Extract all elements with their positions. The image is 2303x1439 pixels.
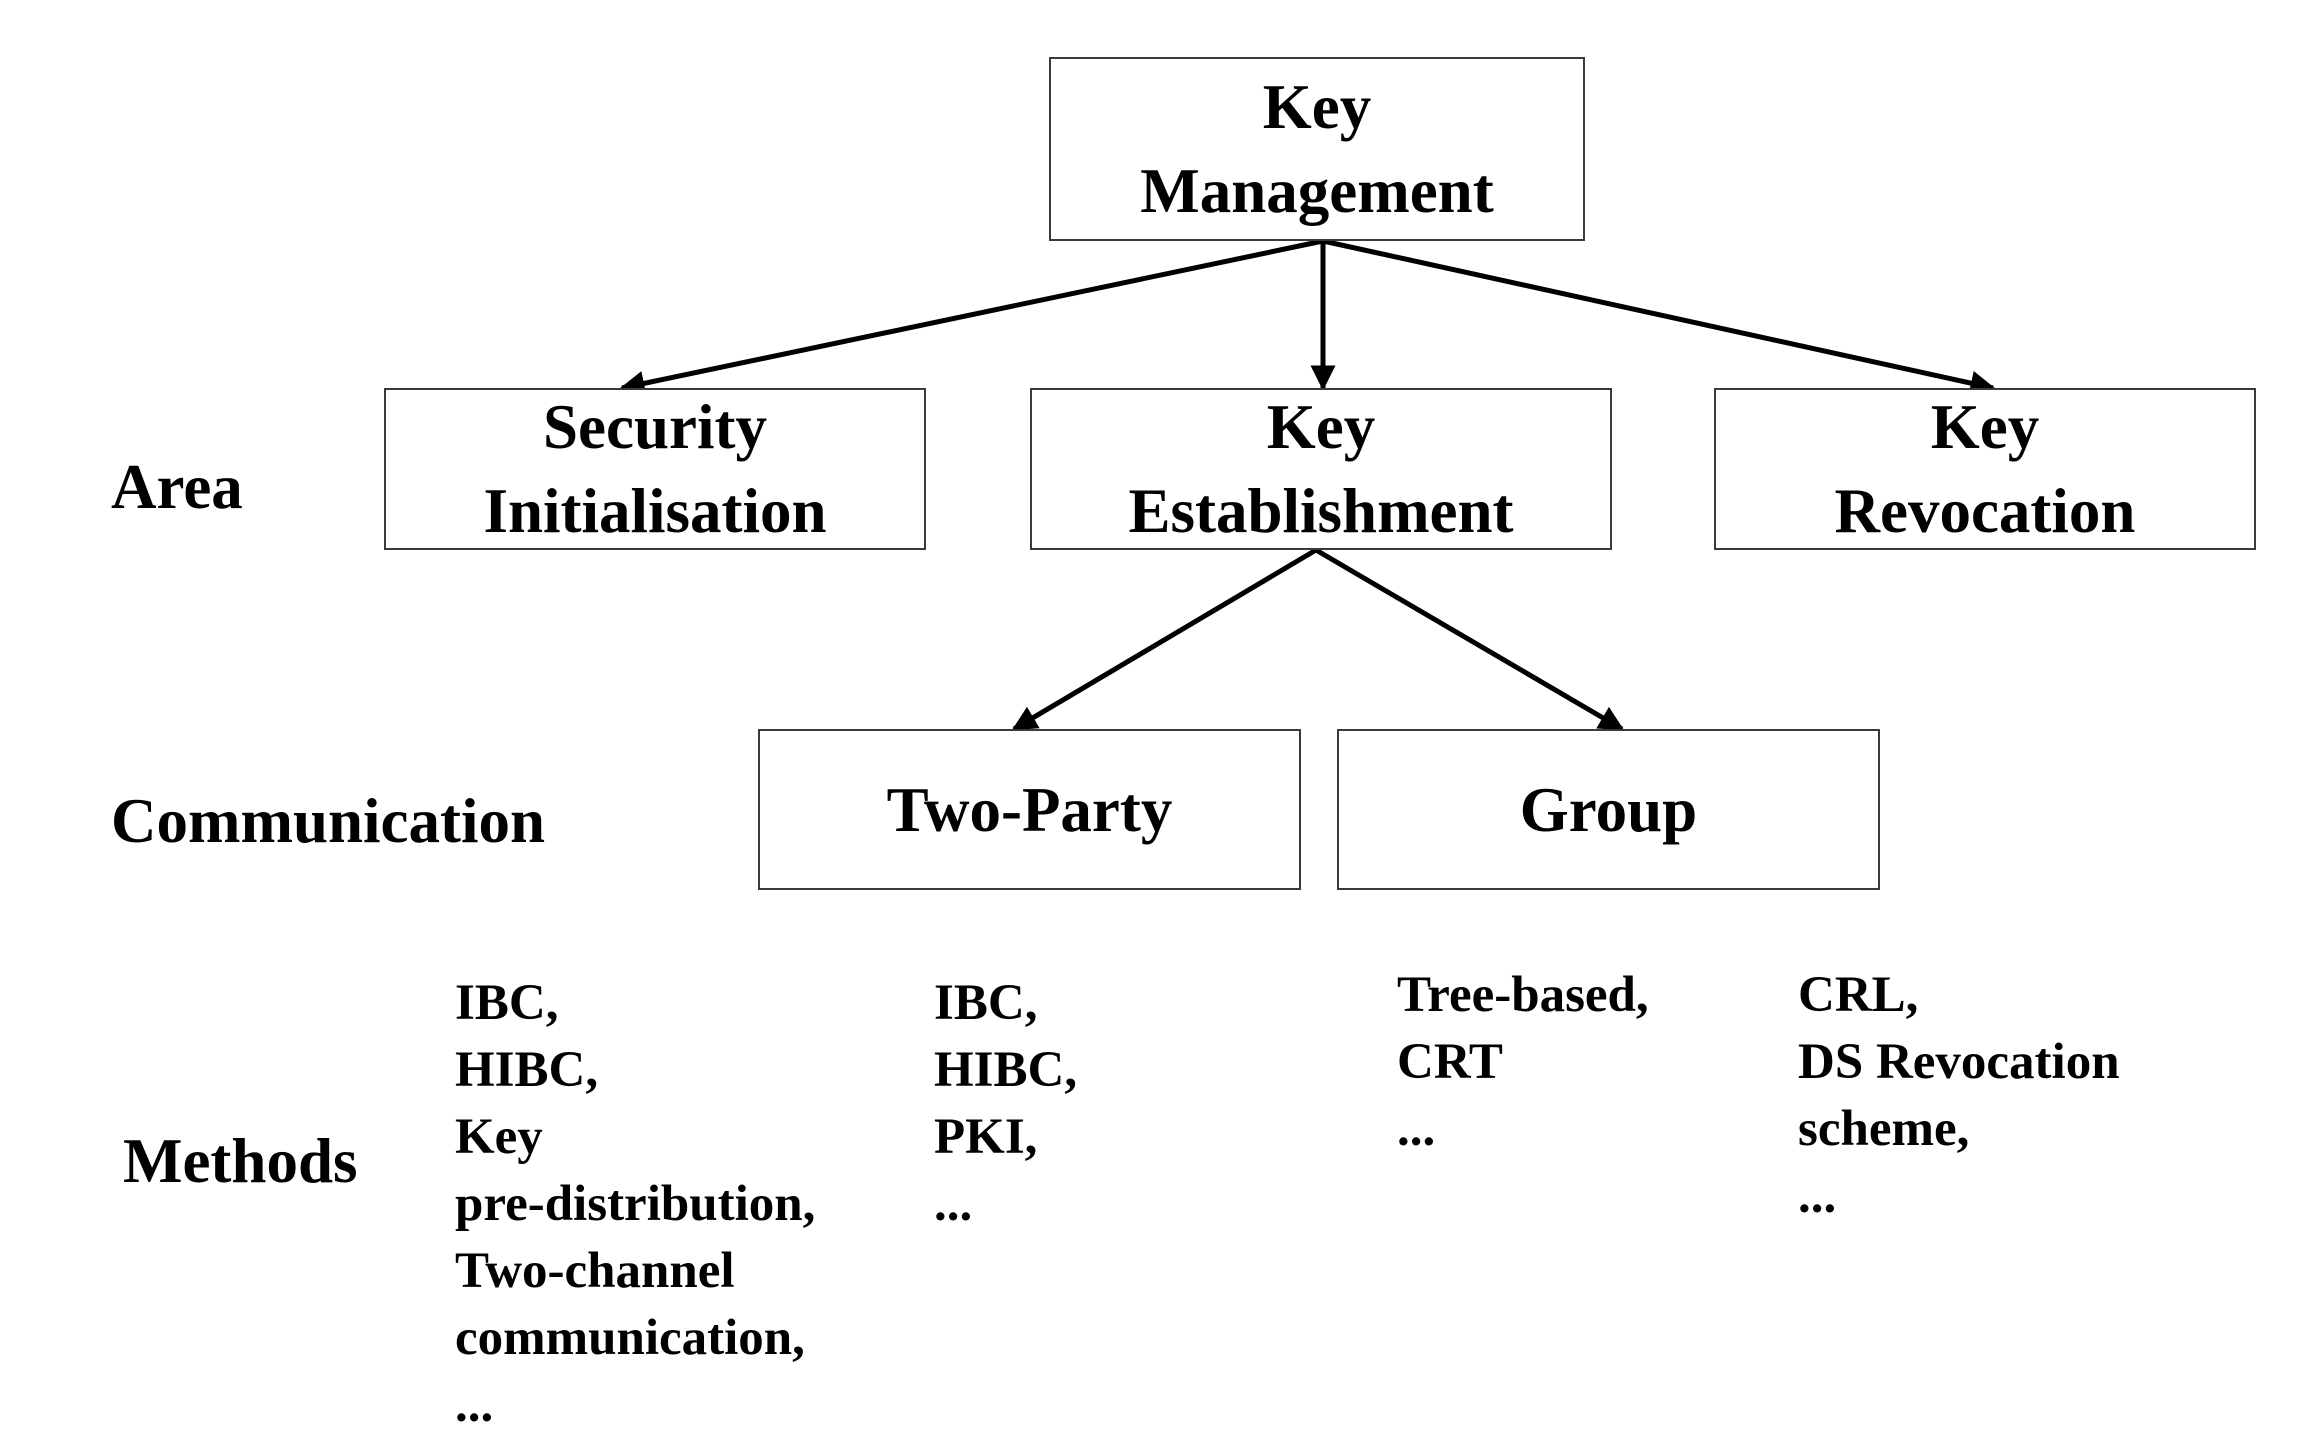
node-key-management-line-2: Management <box>1140 156 1494 226</box>
methods-key-revocation: CRL, DS Revocation scheme, ... <box>1798 962 2120 1230</box>
methods-security-initialisation: IBC, HIBC, Key pre-distribution, Two-cha… <box>455 970 815 1439</box>
node-key-management-line-1: Key <box>1262 72 1372 142</box>
node-key-management: Key Management <box>1049 57 1585 241</box>
methods-item: communication, <box>455 1310 805 1366</box>
node-security-initialisation-line-1: Security <box>543 392 767 462</box>
methods-item: Tree-based, <box>1397 967 1649 1023</box>
node-key-revocation-line-1: Key <box>1930 392 2040 462</box>
node-group-label: Group <box>1519 774 1698 845</box>
node-group: Group <box>1337 729 1880 890</box>
node-key-establishment: Key Establishment <box>1030 388 1612 550</box>
methods-item: ... <box>1798 1168 1837 1224</box>
methods-item: HIBC, <box>934 1042 1078 1098</box>
methods-item: IBC, <box>455 975 559 1031</box>
node-key-establishment-line-2: Establishment <box>1128 476 1514 546</box>
methods-item: CRT <box>1397 1034 1503 1090</box>
methods-item: ... <box>1397 1101 1436 1157</box>
node-security-initialisation-line-2: Initialisation <box>483 476 827 546</box>
methods-two-party: IBC, HIBC, PKI, ... <box>934 970 1077 1238</box>
node-two-party: Two-Party <box>758 729 1301 890</box>
node-two-party-label: Two-Party <box>886 774 1173 845</box>
methods-item: Two-channel <box>455 1243 735 1299</box>
edge-key-establishment-to-group <box>1314 547 1625 732</box>
row-label-methods: Methods <box>123 1126 358 1196</box>
node-security-initialisation: Security Initialisation <box>384 388 926 550</box>
node-key-revocation-line-2: Revocation <box>1834 476 2136 546</box>
row-label-area: Area <box>111 452 243 522</box>
methods-item: PKI, <box>934 1109 1038 1165</box>
edge-root-to-key-revocation <box>1322 238 1996 396</box>
methods-item: ... <box>934 1176 973 1232</box>
methods-group: Tree-based, CRT ... <box>1397 962 1649 1163</box>
methods-item: pre-distribution, <box>455 1176 816 1232</box>
methods-item: CRL, <box>1798 967 1919 1023</box>
row-label-communication: Communication <box>111 786 546 856</box>
methods-item: IBC, <box>934 975 1038 1031</box>
methods-item: scheme, <box>1798 1101 1970 1157</box>
methods-item: HIBC, <box>455 1042 599 1098</box>
node-key-revocation: Key Revocation <box>1714 388 2256 550</box>
methods-item: DS Revocation <box>1798 1034 2120 1090</box>
edge-key-establishment-to-two-party <box>1011 547 1318 732</box>
edge-root-to-security-initialisation <box>619 238 1324 396</box>
node-key-establishment-line-1: Key <box>1266 392 1376 462</box>
methods-item: Key <box>455 1109 543 1165</box>
methods-item: ... <box>455 1377 494 1433</box>
